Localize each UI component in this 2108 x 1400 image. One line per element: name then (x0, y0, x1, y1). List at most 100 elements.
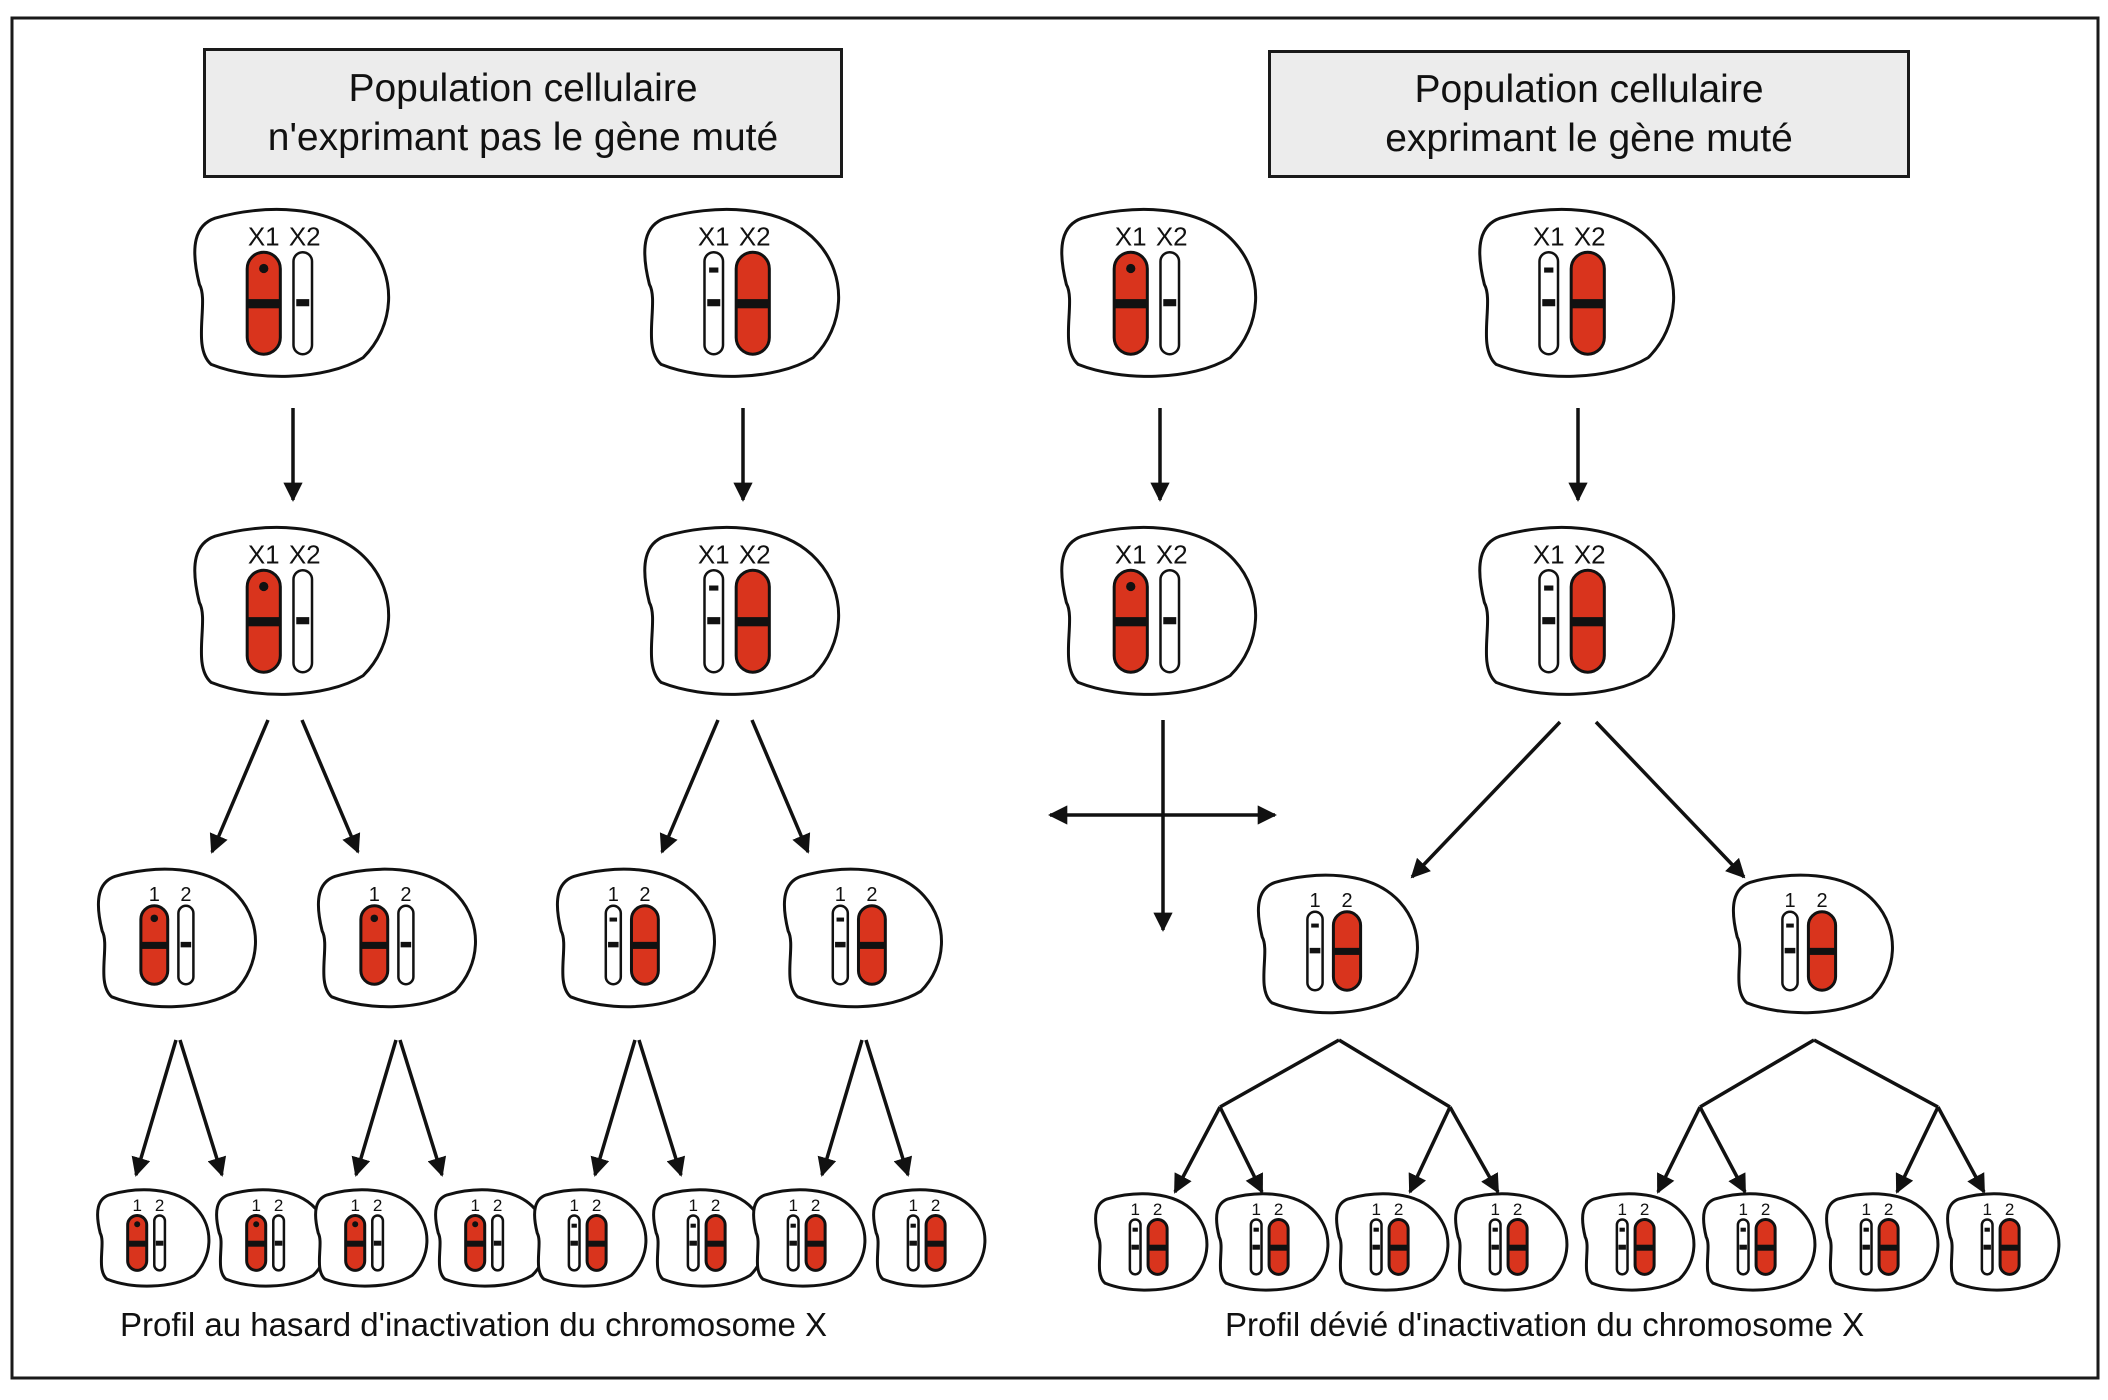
tree-r1-leaf4 (1448, 1106, 1500, 1194)
chromosome-label-2: 2 (155, 1196, 164, 1215)
left-title-line1: Population cellulaire (348, 67, 698, 110)
tree-r1-leaf2 (1218, 1106, 1264, 1194)
left-title-box: Population cellulaire n'exprimant pas le… (203, 48, 843, 178)
chromosome-x2 (292, 568, 314, 674)
chromosome-x1 (1859, 1218, 1873, 1276)
chromosome-x2 (292, 250, 314, 356)
tree-r1-leaf3 (1408, 1106, 1452, 1194)
chromosome-label-2: 2 (373, 1196, 382, 1215)
chromosome-label-1: 1 (470, 1196, 479, 1215)
chromosome-x2 (1159, 568, 1181, 674)
chromosome-x1 (245, 1213, 268, 1272)
arrow-split-l2a (659, 719, 720, 854)
chromosome-label-2: 2 (1513, 1200, 1522, 1219)
chromosome-x1 (703, 250, 725, 356)
chromosome-x1 (1615, 1218, 1629, 1276)
chromosome-label-2: 2 (1816, 890, 1827, 912)
chromosome-label-1: X1 (1115, 540, 1147, 570)
chromosome-x2 (371, 1214, 385, 1272)
chromosome-x2 (491, 1214, 505, 1272)
chromosome-x2 (585, 1213, 608, 1272)
chromosome-label-2: 2 (811, 1196, 820, 1215)
chromosome-x2 (1806, 910, 1838, 992)
chromosome-label-2: 2 (639, 884, 650, 906)
chromosome-x1 (245, 568, 282, 674)
chromosome-label-2: 2 (1153, 1200, 1162, 1219)
chromosome-label-2: 2 (711, 1196, 720, 1215)
chromosome-x2 (1569, 568, 1606, 674)
chromosome-label-1: 1 (908, 1196, 917, 1215)
chromosome-x1 (1112, 250, 1149, 356)
tree-r2-leaf4 (1936, 1106, 1986, 1194)
cell-membrane (1060, 525, 1258, 696)
cell-membrane (1060, 207, 1258, 378)
chromosome-x1 (1538, 568, 1560, 674)
chromosome-label-1: 1 (149, 884, 160, 906)
tree-r1-leaf1 (1173, 1106, 1222, 1194)
chromosome-label-2: 2 (1274, 1200, 1283, 1219)
chromosome-x1 (359, 904, 390, 986)
chromosome-x2 (1633, 1217, 1656, 1276)
chromosome-x1 (245, 250, 282, 356)
right-title-box: Population cellulaire exprimant le gène … (1268, 50, 1910, 178)
chromosome-x2 (629, 904, 660, 986)
left-title-line2: n'exprimant pas le gène muté (267, 116, 779, 159)
chromosome-x1 (604, 904, 623, 986)
arrow-r3-l1b (178, 1039, 227, 1177)
right-title-line2: exprimant le gène muté (1385, 117, 1793, 160)
chromosome-label-1: 1 (1738, 1200, 1747, 1219)
chromosome-label-2: X2 (1574, 222, 1606, 252)
arrows-layer (131, 408, 1986, 1194)
chromosome-label-2: 2 (1640, 1200, 1649, 1219)
chromosome-x1 (1538, 250, 1560, 356)
chromosome-x2 (1998, 1217, 2021, 1276)
chromosome-label-1: X1 (1115, 222, 1147, 252)
chromosome-label-1: 1 (1982, 1200, 1991, 1219)
chromosome-label-1: 1 (835, 884, 846, 906)
chromosome-label-1: 1 (1784, 890, 1795, 912)
arrow-split-r1 (1410, 720, 1562, 879)
chromosome-label-2: 2 (274, 1196, 283, 1215)
chromosome-x2 (856, 904, 887, 986)
tree-r2-stem-l (1699, 1038, 1815, 1109)
chromosome-x2 (1877, 1217, 1900, 1276)
chromosome-x1 (906, 1214, 920, 1272)
arrow-split-l2b (750, 719, 811, 854)
cell-membrane (96, 867, 257, 1009)
chromosome-x1 (1488, 1218, 1502, 1276)
chromosome-label-2: 2 (180, 884, 191, 906)
chromosome-x1 (344, 1213, 367, 1272)
arrow-split-l1b (300, 719, 361, 854)
chromosome-label-1: 1 (1861, 1200, 1870, 1219)
arrow-r3-l4a (817, 1039, 864, 1177)
chromosome-label-2: 2 (931, 1196, 940, 1215)
chromosome-label-2: 2 (1394, 1200, 1403, 1219)
tree-r2-leaf2 (1698, 1106, 1747, 1194)
chromosome-label-1: 1 (688, 1196, 697, 1215)
chromosome-label-1: 1 (788, 1196, 797, 1215)
chromosome-x2 (1159, 250, 1181, 356)
chromosome-label-1: 1 (369, 884, 380, 906)
chromosome-label-2: 2 (493, 1196, 502, 1215)
chromosome-x2 (924, 1213, 947, 1272)
chromosome-label-1: 1 (1371, 1200, 1380, 1219)
chromosome-label-2: 2 (1884, 1200, 1893, 1219)
chromosome-label-2: X2 (1574, 540, 1606, 570)
cell-membrane (193, 525, 391, 696)
chromosome-label-1: 1 (1251, 1200, 1260, 1219)
chromosome-x1 (703, 568, 725, 674)
chromosome-x2 (1267, 1217, 1290, 1276)
